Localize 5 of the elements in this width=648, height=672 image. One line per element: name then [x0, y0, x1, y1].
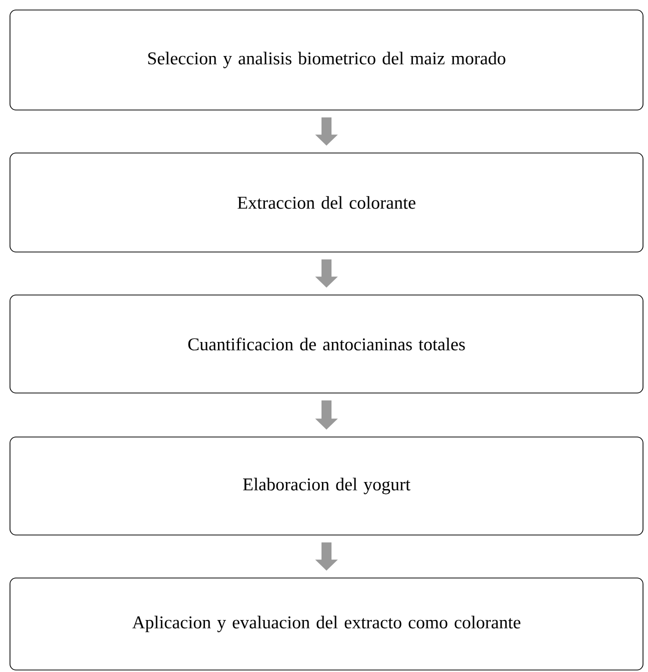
process-box: Extraccion del colorante [10, 152, 644, 252]
process-box: Elaboracion del yogurt [10, 436, 644, 536]
process-box: Cuantificacion de antocianinas totales [10, 294, 644, 394]
process-box: Aplicacion y evaluacion del extracto como colorante [10, 578, 644, 670]
process-box: Seleccion y analisis biometrico del maiz morado [10, 10, 644, 110]
